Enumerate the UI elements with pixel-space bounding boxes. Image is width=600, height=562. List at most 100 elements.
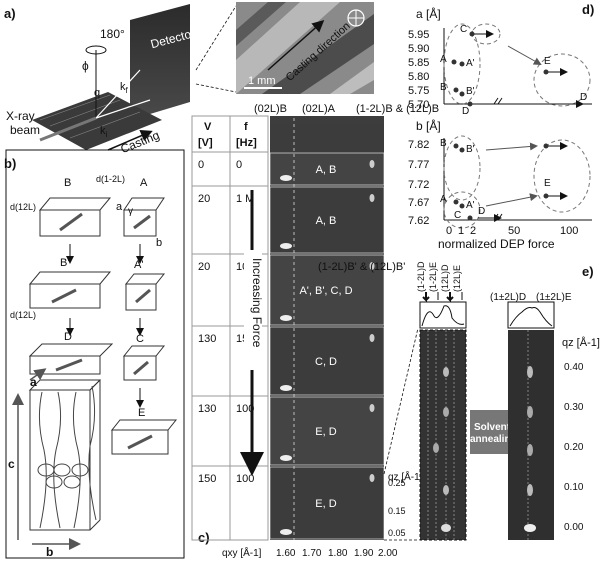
cell-B-label: B xyxy=(64,177,71,189)
qz-tick-c-1: 0.15 xyxy=(388,506,406,516)
row-1-reflection-spot xyxy=(280,243,292,249)
cell-Bp-d12L: d(12L) xyxy=(10,310,36,320)
top-ytick-4: 5.75 xyxy=(408,85,429,97)
arrow-label-2: annealing xyxy=(470,434,517,445)
scalebar-label: 1 mm xyxy=(248,75,276,87)
peak-1m2LE: (1-2L)E xyxy=(428,262,438,292)
right-gixd-image xyxy=(508,330,554,540)
casting-arrow xyxy=(107,130,153,151)
panel-b-label: b) xyxy=(4,156,16,171)
row-5-phases: E, D xyxy=(315,498,336,510)
q-label: q xyxy=(94,87,100,99)
top-ytick-3: 5.80 xyxy=(408,71,429,83)
row-1-voltage: 20 xyxy=(198,193,210,205)
unit-cell-3d xyxy=(28,379,102,531)
qz-label-e: qz [Å-1] xyxy=(562,336,600,349)
peak-12LE: (12L)E xyxy=(452,265,462,292)
row-0-peak-spot xyxy=(369,160,375,168)
bot-ytick-2: 7.72 xyxy=(408,179,429,191)
row-1-peak-spot xyxy=(369,194,375,202)
row-5-peak-spot xyxy=(369,474,375,482)
top-ytick-2: 5.85 xyxy=(408,57,429,69)
cell-E-label: E xyxy=(138,407,145,419)
bot-pt-B: B xyxy=(440,138,447,149)
row-3-voltage: 130 xyxy=(198,333,216,345)
top-pt-E: E xyxy=(544,56,551,67)
axis-a-label-3d: a xyxy=(30,375,37,389)
panel-d-label: d) xyxy=(582,2,594,17)
row-3-reflection-spot xyxy=(280,385,292,391)
scattering-cell-3 xyxy=(269,326,385,396)
qz-tick-c-2: 0.05 xyxy=(388,528,406,538)
top-ytick-5: 5.70 xyxy=(408,99,429,111)
top-ylabel: a [Å] xyxy=(416,6,441,21)
header-V: V xyxy=(204,121,212,133)
arrow-label-1: Solvent xyxy=(474,422,511,433)
peak-1m2LD: (1-2L)D xyxy=(416,261,426,292)
cell-B-d1m2L: d(1-2L) xyxy=(96,174,125,184)
xtick-1: 1 xyxy=(458,225,464,237)
qxy-tick-3: 1.90 xyxy=(354,548,374,559)
d-xlabel: normalized DEP force xyxy=(438,237,555,251)
xtick-0: 0 xyxy=(446,225,452,237)
row-4-reflection-spot xyxy=(280,455,292,461)
row-3-phases: C, D xyxy=(315,356,337,368)
row-1-frequency: 1 M xyxy=(236,193,254,205)
qz-tick-e-4: 0.00 xyxy=(564,522,584,533)
top-pt-B: B xyxy=(440,82,447,93)
cell-Bp-label: B' xyxy=(60,257,69,269)
top-pt-Ap: A' xyxy=(466,58,475,69)
top-pt-D: D xyxy=(462,106,469,117)
xtick-2: 2 xyxy=(470,225,476,237)
header-f: f xyxy=(244,121,248,133)
bot-pt-Bp: B' xyxy=(466,144,475,155)
header-V-unit: [V] xyxy=(198,137,213,149)
qxy-tick-1: 1.70 xyxy=(302,548,322,559)
qz-label-c: qz [Å-1] xyxy=(388,470,423,483)
rotation-label: 180° xyxy=(100,27,125,41)
qxy-tick-2: 1.80 xyxy=(328,548,348,559)
panel-c-label: c) xyxy=(198,530,210,545)
top-pt-D2: D xyxy=(580,92,587,103)
scattering-cell-5 xyxy=(269,466,385,540)
top-label-1m2LB: (1-2L)B & (12L)B xyxy=(356,103,439,115)
cell-C-label: C xyxy=(136,333,144,345)
cell-B-d12L: d(12L) xyxy=(10,202,36,212)
axis-c-label: c xyxy=(8,457,15,471)
force-label: Increasing Force xyxy=(250,258,264,348)
qz-tick-e-3: 0.10 xyxy=(564,482,584,493)
top-pt-A: A xyxy=(440,54,447,65)
row-2-phases: A', B', C, D xyxy=(299,285,352,297)
scattering-cell-2 xyxy=(269,254,385,326)
cell-D-label: D xyxy=(64,331,72,343)
row-1-phases: A, B xyxy=(316,215,337,227)
bot-pt-Ap: A' xyxy=(466,200,475,211)
scattering-cell-4 xyxy=(269,396,385,466)
bot-ytick-3: 7.67 xyxy=(408,197,429,209)
axis-b-label-3d: b xyxy=(46,545,53,559)
row-2-peak-spot xyxy=(369,262,375,270)
panel-b: b) B d(1-2L) d(12L) A a γ b B' d(12L) A' xyxy=(4,149,185,559)
xtick-3: 50 xyxy=(508,225,520,237)
cell-Ap-label: A' xyxy=(134,259,143,271)
top-pt-Bp: B' xyxy=(466,86,475,97)
row-0-voltage: 0 xyxy=(198,159,204,171)
bot-pt-C: C xyxy=(454,210,461,221)
peak-1pm2LD: (1±2L)D xyxy=(490,292,526,303)
row3-label: (1-2L)B' & (12L)B' xyxy=(318,261,405,273)
bottom-points xyxy=(453,142,568,222)
panel-e-label: e) xyxy=(582,264,594,279)
panel-a: a) Detector 180° ϕ q kf ki X-ray beam Ca… xyxy=(4,2,374,156)
qz-tick-e-2: 0.20 xyxy=(564,442,584,453)
qxy-axis-label: qxy [Å-1] xyxy=(222,546,262,559)
bot-pt-A: A xyxy=(440,194,447,205)
beam-label: beam xyxy=(10,123,40,137)
peak-1pm2LE: (1±2L)E xyxy=(536,292,572,303)
phi-label: ϕ xyxy=(82,59,89,73)
bot-pt-E: E xyxy=(544,178,551,189)
bot-ytick-4: 7.62 xyxy=(408,215,429,227)
cell-A-label: A xyxy=(140,177,148,189)
qxy-tick-4: 2.00 xyxy=(378,548,398,559)
row-0-frequency: 0 xyxy=(236,159,242,171)
